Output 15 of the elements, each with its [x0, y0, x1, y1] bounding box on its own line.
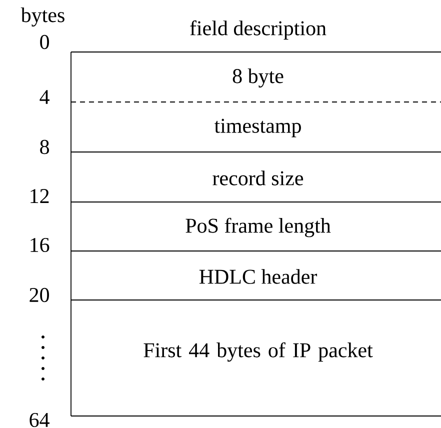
byte-offset: 12	[30, 189, 49, 203]
field-row: PoS frame length	[186, 218, 331, 238]
field-row: record size	[212, 170, 304, 186]
byte-offset: 4	[40, 90, 50, 104]
byte-offset: 64	[30, 412, 50, 428]
field-row: First 44 bytes of IP packet	[144, 342, 373, 362]
field-row: 8 byte	[232, 68, 284, 88]
field-row: timestamp	[214, 118, 301, 138]
byte-offset: 16	[30, 238, 50, 252]
column-heading: bytes	[20, 7, 64, 27]
byte-offset: 20	[30, 288, 49, 302]
byte-offset: 0	[40, 34, 49, 50]
column-heading: field description	[190, 20, 326, 40]
field-row: HDLC header	[199, 269, 317, 284]
byte-offset: 8	[40, 140, 49, 154]
